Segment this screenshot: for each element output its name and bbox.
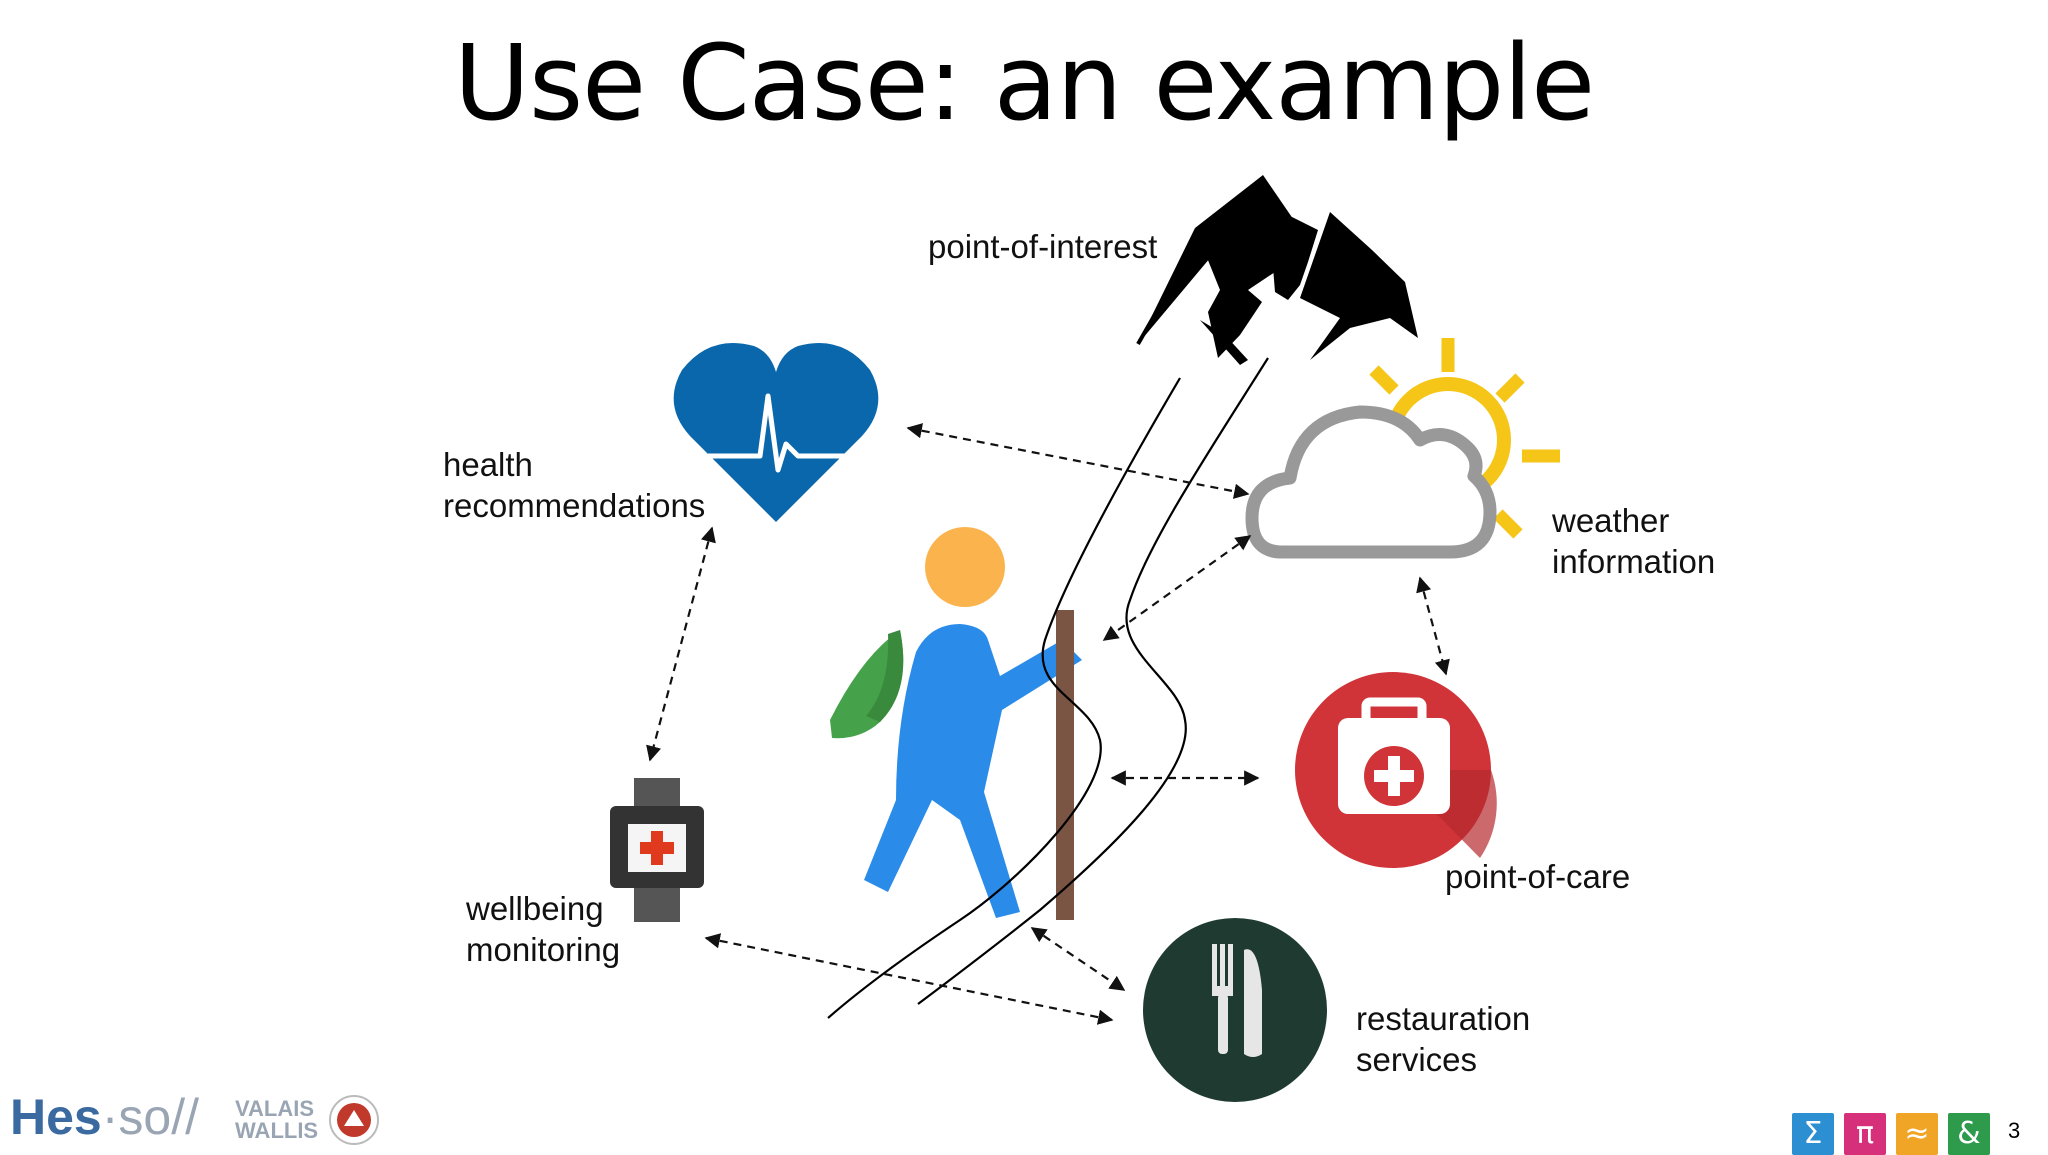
weather-icon [1245, 338, 1560, 559]
label-restauration-services: restauration services [1356, 1000, 1531, 1078]
label-point-of-interest: point-of-interest [928, 228, 1158, 265]
restaurant-icon [1143, 918, 1327, 1102]
label-wellbeing-monitoring: wellbeing monitoring [466, 890, 621, 968]
arrow-wellbeing-restaurant [704, 933, 1114, 1025]
ampersand-badge: & [1948, 1113, 1990, 1155]
hes-so-logo: Hes·so// [10, 1089, 199, 1145]
arrow-weather-hiker [1102, 535, 1252, 641]
approx-badge: ≈ [1896, 1113, 1938, 1155]
arrow-health-wellbeing [646, 526, 716, 762]
arrow-hiker-restaurant [1030, 927, 1126, 991]
hiker-icon [830, 527, 1082, 920]
mountain-icon [1136, 175, 1418, 365]
region-logo: VALAIS WALLIS [235, 1096, 319, 1143]
label-point-of-care: point-of-care [1445, 858, 1631, 895]
sigma-badge: Σ [1792, 1113, 1834, 1155]
heart-icon [673, 343, 879, 522]
first-aid-icon [1295, 672, 1497, 868]
label-weather-information: weather information [1552, 502, 1716, 580]
arrow-weather-care [1416, 576, 1450, 676]
pi-badge: π [1844, 1113, 1886, 1155]
smartwatch-icon [610, 778, 704, 922]
slide-title: Use Case: an example [453, 22, 1595, 144]
label-health-recommendations: health recommendations [443, 446, 706, 524]
arrow-health-weather [906, 423, 1250, 499]
page-number: 3 [2008, 1118, 2021, 1143]
seal-icon [329, 1095, 379, 1145]
connection-arrows [646, 423, 1450, 1025]
